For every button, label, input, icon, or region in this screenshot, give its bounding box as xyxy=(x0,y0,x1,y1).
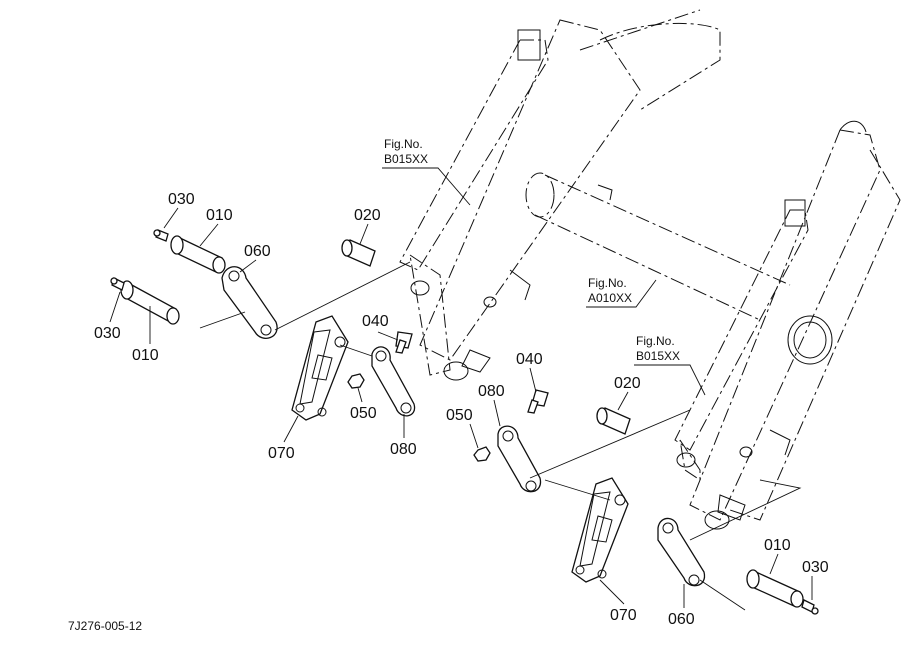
link-080-right xyxy=(497,425,542,493)
link-060-left xyxy=(221,266,278,339)
link-080-left xyxy=(371,346,416,417)
pin-010-upper xyxy=(170,235,226,274)
left-arm-frame xyxy=(399,9,721,381)
callout-050: 050 xyxy=(446,407,473,424)
callout-010: 010 xyxy=(206,207,233,224)
callout-030: 030 xyxy=(802,559,829,576)
fig-ref-label: Fig.No. xyxy=(636,334,675,348)
fig-ref-number: B015XX xyxy=(384,152,428,166)
callout-060: 060 xyxy=(244,243,271,260)
right-linkage xyxy=(473,389,819,615)
bolt-040-left xyxy=(395,331,413,354)
grease-fitting-030-lower xyxy=(110,277,125,291)
bracket-070-right xyxy=(571,477,629,583)
fig-ref-number: A010XX xyxy=(588,291,632,305)
callout-040: 040 xyxy=(362,313,389,330)
fig-ref-a010xx: Fig.No. A010XX xyxy=(586,276,657,308)
fig-ref-number: B015XX xyxy=(636,349,680,363)
callout-050: 050 xyxy=(350,405,377,422)
right-arm-frame xyxy=(674,120,901,530)
bracket-070-left xyxy=(291,315,349,421)
callout-030: 030 xyxy=(168,191,195,208)
grease-fitting-030-upper xyxy=(153,229,169,242)
nut-050-left xyxy=(347,373,365,389)
callout-020: 020 xyxy=(614,375,641,392)
fig-ref-label: Fig.No. xyxy=(588,276,627,290)
left-linkage xyxy=(110,229,416,421)
pin-010-right xyxy=(746,569,804,608)
fig-ref-label: Fig.No. xyxy=(384,137,423,151)
callout-060: 060 xyxy=(668,611,695,628)
bushing-020-right xyxy=(596,407,631,435)
bushing-020-left xyxy=(341,239,376,267)
callout-010: 010 xyxy=(132,347,159,364)
bolt-040-right xyxy=(527,389,549,414)
callout-030: 030 xyxy=(94,325,121,342)
callout-010: 010 xyxy=(764,537,791,554)
drawing-code: 7J276-005-12 xyxy=(68,619,142,633)
callout-080: 080 xyxy=(390,441,417,458)
callout-labels: 030 010 060 030 010 020 040 050 080 070 … xyxy=(94,191,829,628)
callout-040: 040 xyxy=(516,351,543,368)
callout-020: 020 xyxy=(354,207,381,224)
callout-070: 070 xyxy=(268,445,295,462)
callout-leaders xyxy=(109,207,813,608)
fig-ref-b015xx-upper: Fig.No. B015XX xyxy=(382,137,471,206)
callout-070: 070 xyxy=(610,607,637,624)
link-060-right xyxy=(657,517,706,587)
callout-080: 080 xyxy=(478,383,505,400)
grease-fitting-030-right xyxy=(801,599,819,615)
cross-tube xyxy=(525,172,791,321)
nut-050-right xyxy=(473,446,491,462)
fig-ref-b015xx-lower: Fig.No. B015XX xyxy=(634,334,706,396)
pin-010-lower xyxy=(120,280,180,325)
